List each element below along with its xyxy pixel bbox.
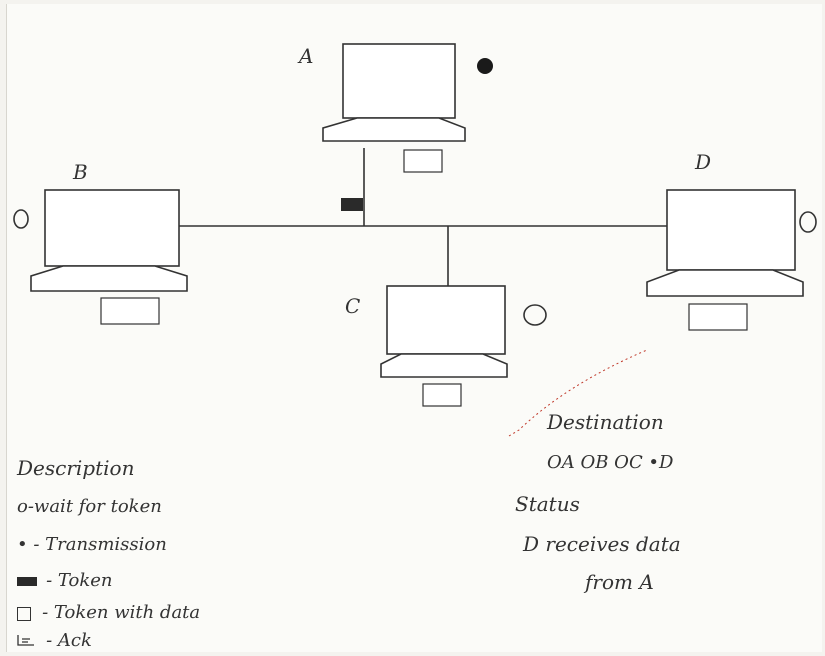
- legend-item-token: - Token: [17, 570, 113, 591]
- monitor-a: [343, 44, 455, 118]
- destination-options: OA OB OC •D: [547, 452, 673, 473]
- wait-circle-c: [524, 305, 546, 325]
- ack-symbol-icon: [17, 632, 35, 651]
- monitor-d: [667, 190, 795, 270]
- legend-item-ack: - Ack: [17, 630, 92, 651]
- monitor-c: [387, 286, 505, 354]
- legend-text-transmission: • - Transmission: [17, 534, 167, 555]
- black-rectangle-icon: [17, 577, 37, 586]
- node-label-c: C: [345, 294, 360, 318]
- legend-text-ack: - Ack: [46, 630, 92, 651]
- small-box-d: [689, 304, 747, 330]
- legend-text-token: - Token: [46, 570, 112, 591]
- legend-text-wait: o-wait for token: [17, 496, 162, 517]
- keyboard-a: [323, 118, 465, 141]
- small-box-c: [423, 384, 461, 406]
- legend-title: Description: [17, 456, 134, 480]
- legend-item-transmission: • - Transmission: [17, 534, 167, 555]
- computer-c: [381, 286, 507, 406]
- small-box-b: [101, 298, 159, 324]
- keyboard-c: [381, 354, 507, 377]
- computer-b: [31, 190, 187, 324]
- token-rect: [341, 198, 363, 211]
- keyboard-d: [647, 270, 803, 296]
- node-label-a: A: [299, 44, 313, 68]
- legend-item-token-data: - Token with data: [17, 602, 200, 623]
- transmission-dot-a: [477, 58, 493, 74]
- drawing-page: A B C D Description o-wait for token • -…: [6, 4, 822, 652]
- wait-circle-b: [14, 210, 28, 228]
- wait-circle-d: [800, 212, 816, 232]
- network-diagram: [7, 4, 822, 444]
- node-label-d: D: [695, 150, 711, 174]
- status-line-2: from A: [585, 570, 654, 594]
- keyboard-b: [31, 266, 187, 291]
- legend-item-wait: o-wait for token: [17, 496, 162, 517]
- node-label-b: B: [73, 160, 88, 184]
- monitor-b: [45, 190, 179, 266]
- computer-a: [323, 44, 465, 172]
- small-box-a: [404, 150, 442, 172]
- destination-title: Destination: [547, 410, 664, 434]
- status-title: Status: [515, 492, 580, 516]
- legend-text-token-data: - Token with data: [42, 602, 200, 623]
- status-line-1: D receives data: [523, 532, 681, 556]
- computer-d: [647, 190, 803, 330]
- open-square-icon: [17, 607, 31, 621]
